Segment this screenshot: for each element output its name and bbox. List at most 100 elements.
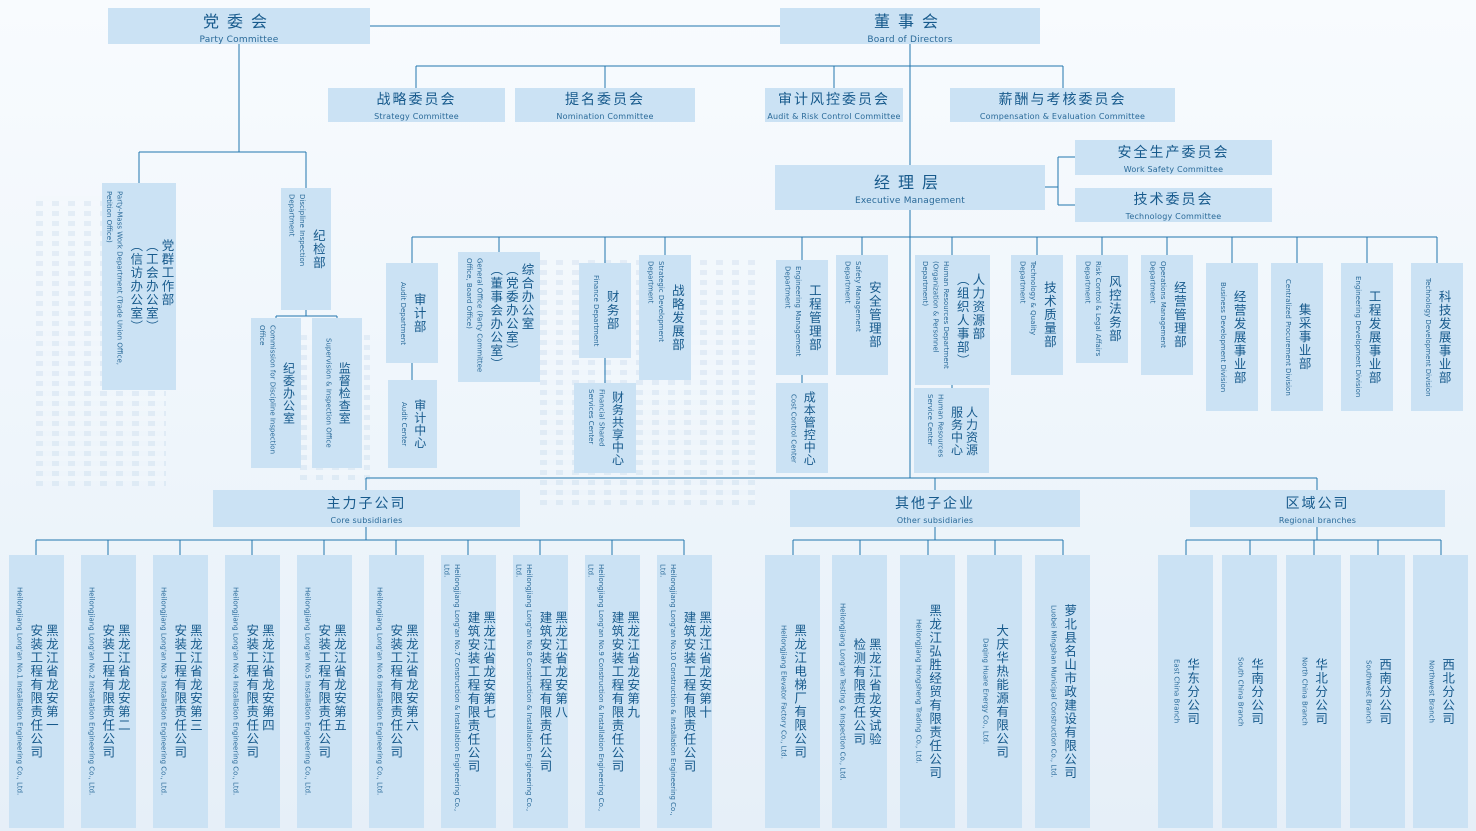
committee-strategy-box: 战略委员会 Strategy Committee xyxy=(328,88,505,122)
company-no10-box: Heilongjiang Long'an No.10 Construction … xyxy=(657,555,712,828)
office-supervision-title: 监督检查室 xyxy=(337,361,352,425)
company-no5-title: 黑龙江省龙安第五 安装工程有限责任公司 xyxy=(316,624,347,759)
office-discipline-commission-title: 纪委办公室 xyxy=(281,361,296,425)
dept-hr-title: 人力资源部 （组织人事部） xyxy=(954,272,986,368)
dept-finance-subtitle: Finance Department xyxy=(591,274,600,347)
branch-south-box: South China Branch 华南分公司 xyxy=(1222,555,1277,828)
company-testing-subtitle: Heilongjiang Long'an Testing & Inspectio… xyxy=(838,602,847,781)
div-procurement-title: 集采事业部 xyxy=(1296,303,1312,371)
company-elevator-title: 黑龙江电梯厂有限公司 xyxy=(792,624,808,759)
company-no5-box: Heilongjiang Long'an No.5 Installation E… xyxy=(297,555,352,828)
board-box: 董事会 Board of Directors xyxy=(780,8,1040,45)
company-mingshan-box: Luobei Mingshan Municipal Construction C… xyxy=(1035,555,1090,828)
branch-southwest-title: 西南分公司 xyxy=(1377,657,1393,726)
dept-discipline-box: Discipline Inspection Department 纪检部 xyxy=(281,188,331,310)
center-hr-service-subtitle: Human Resources Service Center xyxy=(926,393,945,457)
div-tech-dev-title: 科技发展事业部 xyxy=(1436,289,1452,385)
center-audit-title: 审计中心 xyxy=(412,399,427,449)
dept-discipline-subtitle: Discipline Inspection Department xyxy=(287,194,307,267)
committee-strategy-title: 战略委员会 xyxy=(376,92,457,108)
office-discipline-commission-box: Commission for Discipline Inspection Off… xyxy=(251,318,301,468)
dept-operations-subtitle: Operations Management Department xyxy=(1148,261,1168,349)
div-business-dev-subtitle: Business Development Division xyxy=(1218,281,1227,393)
company-hongsheng-subtitle: Heilongjiang Hongsheng Trading Co., Ltd. xyxy=(914,619,923,764)
dept-engineering-box: Engineering Management Department 工程管理部 xyxy=(776,260,828,375)
dept-audit-title: 审计部 xyxy=(411,292,427,334)
company-no6-title: 黑龙江省龙安第六 安装工程有限责任公司 xyxy=(388,624,419,759)
company-no7-title: 黑龙江省龙安第七 建筑安装工程有限责任公司 xyxy=(465,610,497,773)
branch-south-subtitle: South China Branch xyxy=(1236,656,1245,727)
company-no7-subtitle: Heilongjiang Long'an No.7 Construction &… xyxy=(442,564,461,812)
company-no10-title: 黑龙江省龙安第十 建筑安装工程有限责任公司 xyxy=(681,610,713,773)
dept-safety-subtitle: Safety Management Department xyxy=(843,261,863,332)
branch-east-box: East China Branch 华东分公司 xyxy=(1158,555,1213,828)
party-committee-box: 党委会 Party Committee xyxy=(108,8,370,45)
branch-northwest-title: 西北分公司 xyxy=(1440,657,1456,726)
branch-north-subtitle: North China Branch xyxy=(1300,657,1309,726)
dept-risk-legal-box: Risk Control & Legal Affairs Department … xyxy=(1076,255,1128,363)
company-no4-box: Heilongjiang Long'an No.4 Installation E… xyxy=(225,555,280,828)
div-engineering-dev-subtitle: Engineering Development Division xyxy=(1353,276,1362,398)
dept-risk-legal-subtitle: Risk Control & Legal Affairs Department xyxy=(1083,261,1103,357)
dept-risk-legal-title: 风控法务部 xyxy=(1106,275,1122,343)
committee-audit-risk-title: 审计风控委员会 xyxy=(778,92,890,108)
office-supervision-subtitle: Supervision & Inspection Office xyxy=(324,338,333,448)
branch-northwest-subtitle: Northwest Branch xyxy=(1427,660,1436,723)
dept-mass-work-title: 党群工作部 （工会办公室） （信访办公室） xyxy=(128,239,175,334)
company-no9-subtitle: Heilongjiang Long'an No.9 Construction &… xyxy=(586,564,605,812)
section-core-subsidiaries-subtitle: Core subsidiaries xyxy=(330,515,403,525)
company-no8-title: 黑龙江省龙安第八 建筑安装工程有限责任公司 xyxy=(537,610,569,773)
section-regional-branches-subtitle: Regional branches xyxy=(1278,515,1357,525)
office-discipline-commission-subtitle: Commission for Discipline Inspection Off… xyxy=(258,324,277,454)
branch-east-title: 华东分公司 xyxy=(1185,657,1201,726)
dept-discipline-title: 纪检部 xyxy=(310,228,326,270)
dept-audit-subtitle: Audit Department xyxy=(398,281,407,345)
party-committee-subtitle: Party Committee xyxy=(199,34,279,45)
company-no5-subtitle: Heilongjiang Long'an No.5 Installation E… xyxy=(303,587,312,796)
div-engineering-dev-title: 工程发展事业部 xyxy=(1366,289,1382,385)
div-tech-dev-box: Technology Development Division 科技发展事业部 xyxy=(1411,263,1463,411)
center-financial-shared-box: Financial Shared Services Center 财务共享中心 xyxy=(574,383,636,473)
dept-tech-quality-subtitle: Technology & Quality Department xyxy=(1018,261,1038,336)
dept-general-office-box: General Office (Party Committee Office, … xyxy=(458,252,540,382)
center-audit-box: Audit Center 审计中心 xyxy=(388,380,437,468)
company-no2-subtitle: Heilongjiang Long'an No.2 Installation E… xyxy=(87,587,96,796)
committee-technology-subtitle: Technology Committee xyxy=(1125,212,1222,221)
dept-operations-title: 经营管理部 xyxy=(1171,281,1187,349)
company-huare-subtitle: Daqing Huare Energy Co., Ltd. xyxy=(981,638,990,745)
section-regional-branches-box: 区域公司 Regional branches xyxy=(1190,490,1445,527)
office-supervision-box: Supervision & Inspection Office 监督检查室 xyxy=(312,318,362,468)
committee-work-safety-box: 安全生产委员会 Work Safety Committee xyxy=(1075,140,1272,175)
dept-strategic-dev-subtitle: Strategic Development Department xyxy=(646,261,666,343)
div-procurement-box: Centralized Procurement Division 集采事业部 xyxy=(1271,263,1323,411)
div-business-dev-title: 经营发展事业部 xyxy=(1231,289,1247,385)
div-procurement-subtitle: Centralized Procurement Division xyxy=(1283,278,1292,396)
center-financial-shared-title: 财务共享中心 xyxy=(610,390,625,466)
company-no6-subtitle: Heilongjiang Long'an No.6 Installation E… xyxy=(375,587,384,796)
committee-compensation-subtitle: Compensation & Evaluation Committee xyxy=(979,112,1146,121)
dept-strategic-dev-title: 战略发展部 xyxy=(669,283,685,352)
company-testing-box: Heilongjiang Long'an Testing & Inspectio… xyxy=(832,555,887,828)
dept-finance-box: Finance Department 财务部 xyxy=(579,263,631,358)
dept-tech-quality-box: Technology & Quality Department 技术质量部 xyxy=(1011,255,1063,375)
section-core-subsidiaries-title: 主力子公司 xyxy=(326,495,407,512)
div-engineering-dev-box: Engineering Development Division 工程发展事业部 xyxy=(1341,263,1393,411)
dept-general-office-title: 综合办公室 （党委办公室） （董事会办公室） xyxy=(488,263,535,371)
dept-hr-box: Human Resources Department (Organization… xyxy=(915,255,990,385)
company-no1-subtitle: Heilongjiang Long'an No.1 Installation E… xyxy=(15,587,24,796)
dept-audit-box: Audit Department 审计部 xyxy=(386,263,438,363)
company-no1-box: Heilongjiang Long'an No.1 Installation E… xyxy=(9,555,64,828)
committee-audit-risk-subtitle: Audit & Risk Control Committee xyxy=(767,112,901,121)
dept-mass-work-box: Party-Mass Work Department (Trade Union … xyxy=(102,183,176,390)
board-subtitle: Board of Directors xyxy=(867,34,953,45)
section-other-subsidiaries-box: 其他子企业 Other subsidiaries xyxy=(790,490,1080,527)
company-elevator-box: Heilongjiang Elevator Factory Co., Ltd. … xyxy=(765,555,820,828)
dept-general-office-subtitle: General Office (Party Committee Office, … xyxy=(465,258,484,373)
dept-hr-subtitle: Human Resources Department (Organization… xyxy=(921,261,951,370)
center-cost-control-subtitle: Cost Control Center xyxy=(789,393,798,463)
company-mingshan-subtitle: Luobei Mingshan Municipal Construction C… xyxy=(1049,605,1058,778)
dept-engineering-subtitle: Engineering Management Department xyxy=(783,266,803,357)
company-no7-box: Heilongjiang Long'an No.7 Construction &… xyxy=(441,555,496,828)
center-hr-service-title: 人力资源 服务中心 xyxy=(949,405,979,456)
